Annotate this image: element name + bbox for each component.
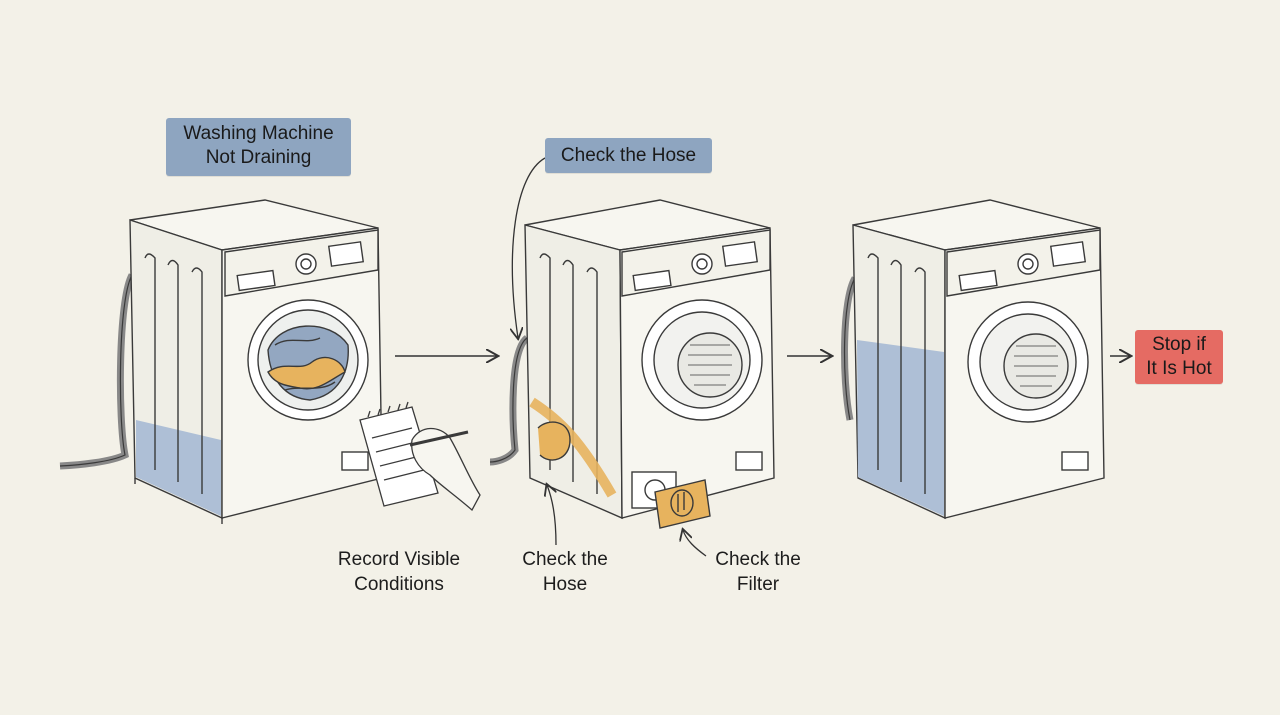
title-line-2: Not Draining [205, 147, 312, 168]
hose-label-pointer [547, 485, 556, 546]
stop-if-hot-box: Stop if It Is Hot [1135, 330, 1223, 384]
hose-highlight [529, 397, 617, 498]
check-hose-label: Check the Hose [522, 549, 608, 595]
stop-line-1: Stop if [1152, 334, 1206, 355]
record-conditions-label: Record Visible Conditions [337, 549, 461, 595]
title-line-1: Washing Machine [183, 123, 334, 144]
notepad-illustration [359, 401, 481, 512]
machine-hose-filter [489, 199, 775, 529]
drain-hose [841, 276, 859, 421]
check-hose-box: Check the Hose [545, 138, 712, 173]
filter-label-pointer [683, 530, 707, 557]
check-hose-box-text: Check the Hose [560, 145, 697, 166]
title-box: Washing Machine Not Draining [166, 118, 351, 176]
laundry-orange [267, 356, 346, 390]
drain-hose [59, 273, 136, 470]
check-filter-label: Check the Filter [715, 549, 801, 595]
machine-water-standing [841, 199, 1105, 520]
stop-line-2: It Is Hot [1146, 358, 1212, 379]
hose-pointer-arrow [512, 157, 546, 338]
hand-with-pen [411, 427, 481, 512]
machine-with-laundry [59, 199, 383, 524]
